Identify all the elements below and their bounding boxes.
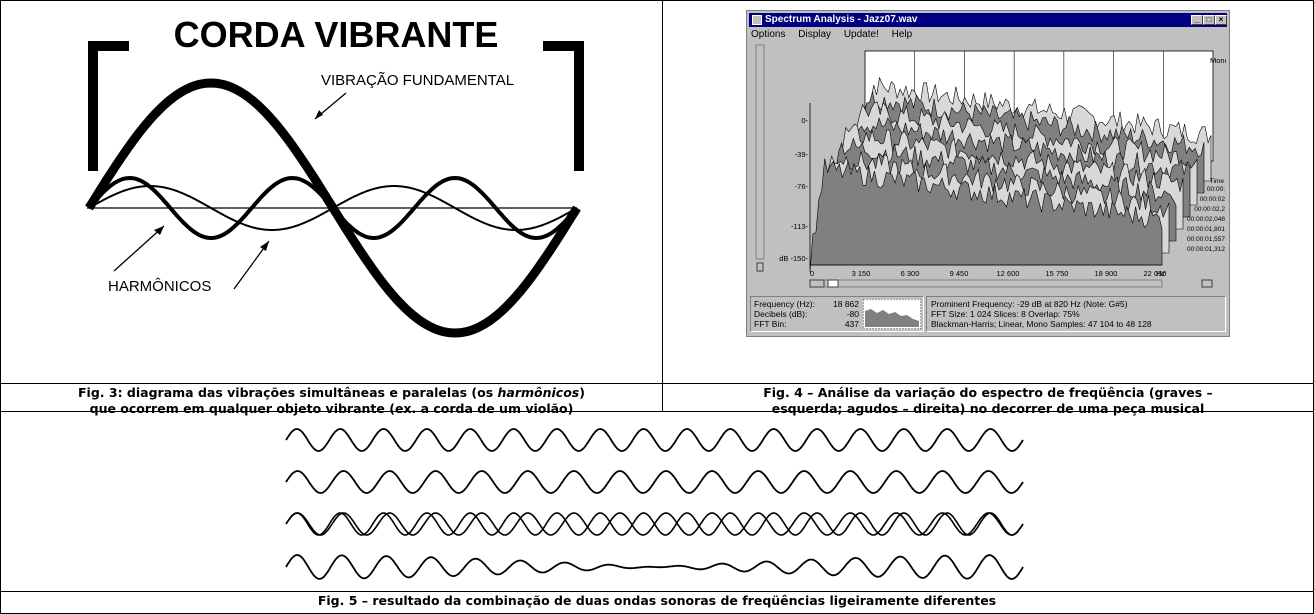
fig5-caption-divider — [1, 591, 1313, 592]
fig3-caption: Fig. 3: diagrama das vibrações simultâne… — [1, 385, 662, 417]
fft-bin-value: 437 — [844, 319, 859, 329]
vertical-scrollbar[interactable] — [755, 44, 765, 260]
minimize-icon[interactable]: _ — [1191, 15, 1203, 25]
time-tick-label: 00:00:02,2 — [1194, 206, 1225, 213]
spectrum-slice — [809, 158, 1163, 273]
fig3-caption-text-end: ) — [579, 385, 585, 400]
spectrum-thumbnail — [863, 299, 921, 329]
window-titlebar: Spectrum Analysis - Jazz07.wav _ □ × — [749, 13, 1227, 27]
fig4-caption-divider — [663, 383, 1313, 384]
fig3-caption-line2: que ocorrem em qualquer objeto vibrante … — [89, 401, 574, 416]
decibels-value: -80 — [846, 309, 859, 319]
x-tick-label: 18 900 — [1095, 269, 1118, 278]
window-title: Spectrum Analysis - Jazz07.wav — [765, 14, 918, 25]
menu-bar: Options Display Update! Help — [751, 28, 922, 42]
menu-display[interactable]: Display — [798, 29, 832, 40]
fig5-caption: Fig. 5 – resultado da combinação de duas… — [317, 593, 997, 608]
wave-combination-diagram — [285, 428, 1024, 580]
harmonics-arrowhead-right — [260, 241, 269, 251]
y-tick-label: -113- — [791, 222, 808, 231]
fundamental-label: VIBRAÇÃO FUNDAMENTAL — [321, 72, 514, 89]
status-info-panel: Prominent Frequency: -29 dB at 820 Hz (N… — [926, 296, 1226, 332]
close-icon[interactable]: × — [1215, 15, 1227, 25]
time-tick-label: 00:00:01,801 — [1187, 226, 1225, 233]
y-tick-label: -39- — [795, 150, 809, 159]
wave-a — [285, 428, 1024, 452]
horizontal-scroll-thumb[interactable] — [809, 279, 825, 288]
scroll-position-marker[interactable] — [827, 279, 839, 288]
status-cursor-panel: Frequency (Hz): 18 862 Decibels (dB): -8… — [750, 296, 924, 332]
right-bracket — [543, 41, 584, 171]
x-tick-label: 9 450 — [950, 269, 969, 278]
x-tick-label: 0 — [810, 269, 814, 278]
harmonics-label: HARMÔNICOS — [108, 278, 211, 295]
app-icon — [752, 15, 762, 25]
fft-size-text: FFT Size: 1 024 Slices: 8 Overlap: 75% — [931, 309, 1080, 319]
fig3-title: CORDA VIBRANTE — [174, 14, 499, 55]
x-unit: Hz — [1156, 269, 1165, 278]
fft-bin-label: FFT Bin: — [754, 319, 787, 329]
horizontal-scrollbar[interactable] — [809, 279, 1163, 288]
x-tick-label: 12 600 — [997, 269, 1020, 278]
prominent-frequency-text: Prominent Frequency: -29 dB at 820 Hz (N… — [931, 299, 1128, 309]
left-bracket — [88, 41, 129, 171]
time-tick-label: 00:00: — [1207, 186, 1225, 193]
fig3-caption-italic: harmônicos — [497, 385, 580, 400]
fig3-caption-text: Fig. 3: diagrama das vibrações simultâne… — [78, 385, 498, 400]
vertical-scroll-thumb[interactable] — [756, 262, 764, 272]
x-tick-label: 3 150 — [852, 269, 871, 278]
fig3-panel: CORDA VIBRANTE VIBRAÇÃO FUNDAMENTAL HARM… — [1, 1, 662, 383]
fig4-caption-line2: esquerda; agudos – direita) no decorrer … — [771, 401, 1205, 416]
window-samples-text: Blackman-Harris; Linear, Mono Samples: 4… — [931, 319, 1152, 329]
menu-options[interactable]: Options — [751, 29, 786, 40]
fig3-caption-divider — [1, 383, 662, 384]
fig5-panel — [1, 412, 1313, 590]
spectrum-analysis-window: Spectrum Analysis - Jazz07.wav _ □ × Opt… — [746, 10, 1230, 337]
time-tick-label: 00:00:02 — [1200, 196, 1226, 203]
menu-update[interactable]: Update! — [843, 29, 879, 40]
y-tick-label: -76- — [795, 182, 809, 191]
time-tick-label: 00:00:02,048 — [1187, 216, 1225, 223]
maximize-icon[interactable]: □ — [1203, 15, 1215, 25]
x-tick-label: 22 050 — [1144, 269, 1167, 278]
wave-b — [285, 470, 1024, 494]
row-divider — [1, 411, 1313, 412]
overlay-wave-b — [285, 512, 1024, 536]
time-tick-label: 00:00:01,557 — [1187, 236, 1225, 243]
fundamental-arrowhead — [315, 110, 323, 119]
combined-wave — [285, 554, 1024, 580]
status-bar: Frequency (Hz): 18 862 Decibels (dB): -8… — [750, 294, 1226, 334]
fig4-caption: Fig. 4 – Análise da variação do espectro… — [663, 385, 1313, 417]
x-tick-label: 6 300 — [901, 269, 920, 278]
frequency-value: 18 862 — [833, 299, 859, 309]
y-tick-label: 0- — [801, 116, 808, 125]
x-tick-label: 15 750 — [1046, 269, 1069, 278]
y-tick-label: dB -150- — [779, 254, 808, 263]
time-axis-label: Time — [1210, 178, 1225, 185]
harmonics-arrowhead-left — [154, 226, 164, 235]
scroll-end-button[interactable] — [1201, 279, 1213, 288]
vibrating-string-diagram: CORDA VIBRANTE VIBRAÇÃO FUNDAMENTAL HARM… — [85, 14, 584, 338]
frequency-label: Frequency (Hz): — [754, 299, 815, 309]
column-divider — [662, 1, 663, 411]
menu-help[interactable]: Help — [891, 29, 913, 40]
harmonics-arrow-left — [113, 225, 165, 272]
fig4-caption-line1: Fig. 4 – Análise da variação do espectro… — [763, 385, 1213, 400]
channel-label: Mono — [1210, 56, 1226, 65]
spectrum-waterfall-chart: 0- -39- -76- -113- dB -150- 0 3 150 6 300 9 450… — [755, 44, 1229, 288]
spectrum-plot-area: 0- -39- -76- -113- dB -150- 0 3 150 6 300 9 450… — [750, 43, 1229, 293]
fig3-caption-line1: Fig. 3: diagrama das vibrações simultâne… — [1, 385, 662, 401]
time-tick-label: 00:00:01,312 — [1187, 246, 1225, 253]
third-harmonic-wave — [87, 175, 579, 241]
decibels-label: Decibels (dB): — [754, 309, 808, 319]
